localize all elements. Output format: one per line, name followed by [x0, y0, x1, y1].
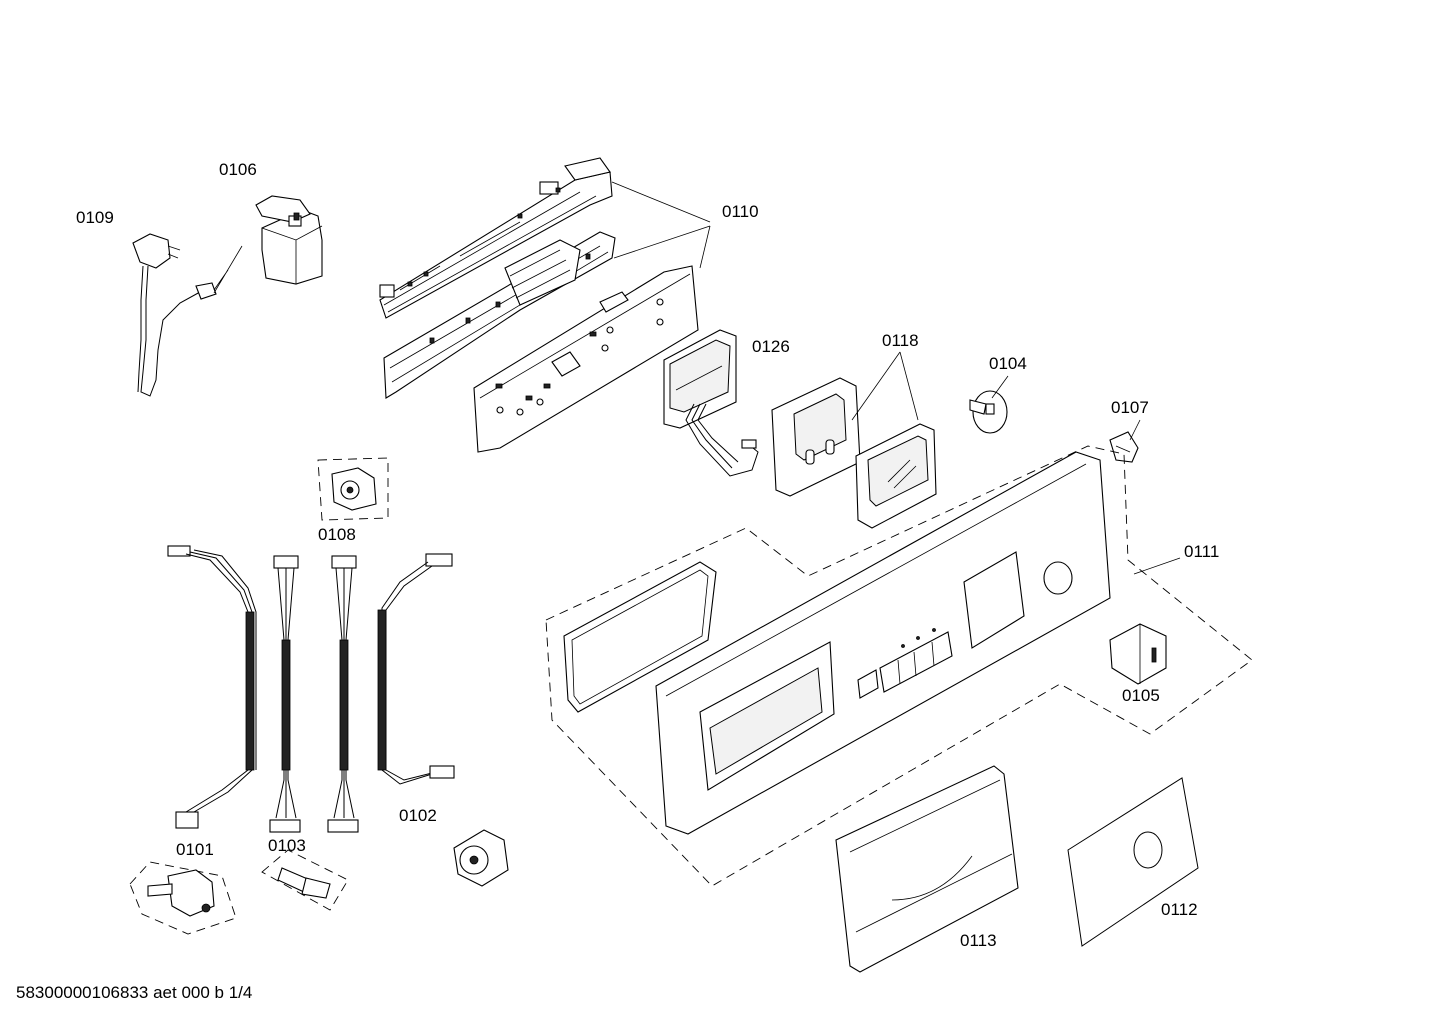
part-display-module: [663, 329, 759, 477]
label-0126: 0126: [752, 337, 790, 356]
label-0108: 0108: [318, 525, 356, 544]
label-0118: 0118: [882, 331, 919, 350]
part-harness-0101: [167, 545, 257, 829]
label-0110: 0110: [722, 202, 759, 221]
drawing-number-footer: 58300000106833 aet 000 b 1/4: [16, 983, 252, 1002]
label-0101: 0101: [176, 840, 214, 859]
part-display-frame: [771, 377, 937, 529]
part-label: [1067, 777, 1199, 947]
part-interference-filter: [255, 195, 323, 285]
label-0102: 0102: [399, 806, 437, 825]
part-harness-0102: [377, 553, 455, 785]
leader-lines: [611, 181, 1181, 575]
label-0113: 0113: [960, 931, 997, 950]
part-valve-0101: [129, 861, 237, 935]
label-0105: 0105: [1122, 686, 1160, 705]
part-number-labels: 0106 0109 0110 0126 0118 0104 0107 0108 …: [76, 160, 1219, 950]
part-drawer-cover: [835, 765, 1019, 973]
part-selector-switch: [453, 829, 509, 887]
part-gasket: [563, 561, 717, 713]
part-harness-0103b: [327, 555, 359, 833]
part-power-cord: [132, 233, 243, 397]
label-0104: 0104: [989, 354, 1027, 373]
part-knob: [1109, 623, 1167, 685]
part-knob-adapter: [969, 390, 1008, 434]
part-electronic-module: [379, 157, 699, 453]
part-switch-0108: [317, 457, 389, 521]
part-sensor-0103: [261, 849, 349, 911]
part-control-panel: [655, 451, 1111, 835]
label-0107: 0107: [1111, 398, 1149, 417]
label-0109: 0109: [76, 208, 114, 227]
label-0106: 0106: [219, 160, 257, 179]
label-0111: 0111: [1184, 542, 1219, 561]
fascia-outline: [545, 445, 1253, 887]
part-harness-0103a: [269, 555, 301, 833]
label-0112: 0112: [1161, 900, 1198, 919]
part-clip: [1109, 431, 1139, 463]
label-0103: 0103: [268, 836, 306, 855]
